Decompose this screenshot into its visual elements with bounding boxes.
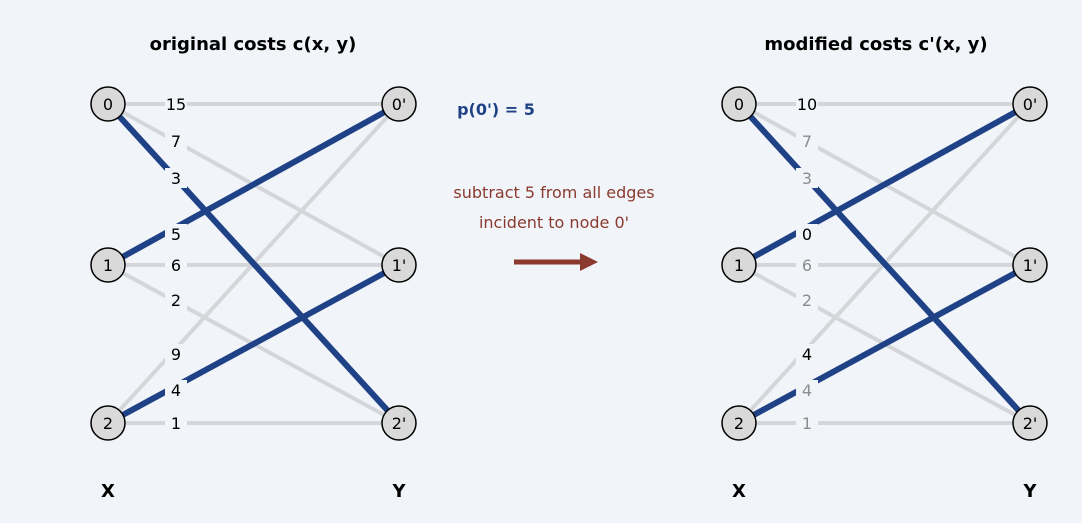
right-node: 0' [381, 86, 417, 122]
edge-cost-label: 2 [802, 291, 812, 310]
edge-group [736, 101, 1033, 426]
annotation-line-2: incident to node 0' [479, 213, 629, 232]
matched-edge [736, 101, 1033, 426]
left-node: 2 [90, 405, 126, 441]
node-label: 1' [1023, 256, 1038, 275]
left-node: 0 [90, 86, 126, 122]
node-circle [90, 405, 126, 441]
node-label: 2' [1023, 414, 1038, 433]
cost-label-background [165, 168, 187, 188]
edge-cost-label: 7 [171, 132, 181, 151]
cost-label-background [796, 94, 818, 114]
edge-cost-label: 4 [802, 381, 812, 400]
node-circle [381, 405, 417, 441]
cost-label-background [165, 290, 187, 310]
cost-label-group: 15 7 3 5 6 2 9 4 1 [165, 94, 187, 433]
cost-label-background [165, 131, 187, 151]
matched-edge [106, 101, 401, 268]
right-node: 2' [381, 405, 417, 441]
edge-cost-label: 5 [171, 225, 181, 244]
node-label: 2 [103, 414, 113, 433]
modified-costs-panel: modified costs c'(x, y) 0 1 2 0' 1' 2' 10 7 3 0 6… [721, 34, 1048, 502]
left-node: 2 [721, 405, 757, 441]
cost-label-background [796, 290, 818, 310]
cost-label-background [165, 94, 187, 114]
original-costs-panel: original costs c(x, y) 0 1 2 0' 1' 2' 15 7 3 5 6 2… [90, 34, 417, 502]
node-circle [381, 247, 417, 283]
right-node: 1' [1012, 247, 1048, 283]
cost-label-background [796, 380, 818, 400]
left-node: 1 [90, 247, 126, 283]
edge-cost-label: 2 [171, 291, 181, 310]
cost-label-background [165, 380, 187, 400]
cost-label-background [796, 344, 818, 364]
matched-edge [737, 262, 1032, 426]
matched-edge [737, 101, 1032, 268]
cost-label-background [796, 131, 818, 151]
node-circle [721, 86, 757, 122]
arrow-head [580, 253, 598, 271]
node-group: 0 1 2 0' 1' 2' [721, 86, 1048, 441]
edge-cost-label: 7 [802, 132, 812, 151]
node-circle [721, 405, 757, 441]
right-set-label: Y [391, 481, 406, 502]
left-node: 1 [721, 247, 757, 283]
edge-cost-label: 0 [802, 225, 812, 244]
node-label: 0' [392, 95, 407, 114]
edge-cost-label: 10 [797, 95, 817, 114]
matched-edge [106, 262, 401, 426]
edge-cost-label: 6 [802, 256, 812, 275]
panel-title: original costs c(x, y) [150, 34, 357, 55]
cost-label-background [796, 255, 818, 275]
left-node: 0 [721, 86, 757, 122]
node-label: 0 [103, 95, 113, 114]
cost-label-background [165, 344, 187, 364]
node-circle [90, 86, 126, 122]
node-label: 0 [734, 95, 744, 114]
price-label: p(0') = 5 [457, 100, 535, 119]
right-arrow-icon [514, 253, 598, 271]
node-circle [1012, 247, 1048, 283]
edge-cost-label: 1 [171, 414, 181, 433]
node-circle [1012, 405, 1048, 441]
node-circle [1012, 86, 1048, 122]
node-group: 0 1 2 0' 1' 2' [90, 86, 417, 441]
cost-label-background [165, 413, 187, 433]
node-circle [90, 247, 126, 283]
node-circle [721, 247, 757, 283]
edge-cost-label: 4 [171, 381, 181, 400]
cost-label-background [796, 413, 818, 433]
edge-cost-label: 3 [171, 169, 181, 188]
edge-cost-label: 9 [171, 345, 181, 364]
edge-cost-label: 3 [802, 169, 812, 188]
cost-label-group: 10 7 3 0 6 2 4 4 1 [796, 94, 818, 433]
edge-cost-label: 1 [802, 414, 812, 433]
cost-label-background [796, 168, 818, 188]
node-label: 0' [1023, 95, 1038, 114]
node-label: 2 [734, 414, 744, 433]
node-circle [381, 86, 417, 122]
panel-title: modified costs c'(x, y) [764, 34, 987, 55]
node-label: 1 [103, 256, 113, 275]
annotation-line-1: subtract 5 from all edges [453, 183, 654, 202]
right-set-label: Y [1022, 481, 1037, 502]
left-set-label: X [732, 481, 746, 502]
matched-edge [105, 101, 402, 426]
cost-label-background [796, 224, 818, 244]
node-label: 1' [392, 256, 407, 275]
edge-group [105, 101, 402, 426]
node-label: 1 [734, 256, 744, 275]
edge-cost-label: 4 [802, 345, 812, 364]
right-node: 2' [1012, 405, 1048, 441]
node-label: 2' [392, 414, 407, 433]
right-node: 1' [381, 247, 417, 283]
edge-cost-label: 6 [171, 256, 181, 275]
left-set-label: X [101, 481, 115, 502]
cost-label-background [165, 255, 187, 275]
edge-cost-label: 15 [166, 95, 186, 114]
cost-label-background [165, 224, 187, 244]
right-node: 0' [1012, 86, 1048, 122]
